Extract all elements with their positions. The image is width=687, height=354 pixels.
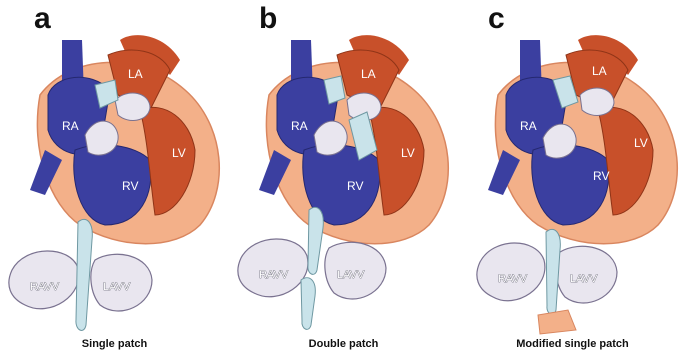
left-av-valve — [580, 88, 614, 115]
caption: Double patch — [229, 338, 458, 350]
caption: Modified single patch — [458, 338, 687, 350]
ravv-leaflet — [477, 243, 545, 301]
label-lv: LV — [401, 146, 415, 160]
label-la: LA — [361, 67, 376, 81]
ravv-leaflet — [238, 239, 308, 297]
label-lv: LV — [634, 136, 648, 150]
double-patch-lower — [301, 278, 315, 330]
label-ravv: RAVV — [498, 273, 528, 285]
label-rv: RV — [593, 169, 609, 183]
heart-diagram: RA LA LV RV RAVV LAVV — [458, 0, 687, 354]
label-lavv: LAVV — [337, 269, 365, 281]
label-lv: LV — [172, 146, 186, 160]
caption: Single patch — [0, 338, 229, 350]
label-la: LA — [592, 64, 607, 78]
panel-a: a RA LA LV RV RAVV LAVV Single patch — [0, 0, 229, 354]
septal-crest — [538, 310, 576, 334]
label-rv: RV — [347, 179, 363, 193]
label-ra: RA — [291, 119, 308, 133]
label-ra: RA — [520, 119, 537, 133]
label-ravv: RAVV — [259, 269, 289, 281]
single-patch — [76, 219, 92, 330]
label-la: LA — [128, 67, 143, 81]
label-ra: RA — [62, 119, 79, 133]
heart-diagram: RA LA LV RV RAVV LAVV — [229, 0, 458, 354]
panel-b: b RA LA LV RV RAVV LAVV Double patch — [229, 0, 458, 354]
label-lavv: LAVV — [570, 273, 598, 285]
modified-patch — [546, 229, 560, 314]
heart-diagram: RA LA LV RV RAVV LAVV — [0, 0, 229, 354]
double-patch-upper — [308, 207, 323, 274]
left-av-valve — [115, 93, 150, 120]
label-rv: RV — [122, 179, 138, 193]
label-ravv: RAVV — [30, 281, 60, 293]
panel-c: c RA LA LV RV RAVV LAVV Modified single … — [458, 0, 687, 354]
label-lavv: LAVV — [103, 281, 131, 293]
ravv-leaflet — [9, 251, 79, 309]
